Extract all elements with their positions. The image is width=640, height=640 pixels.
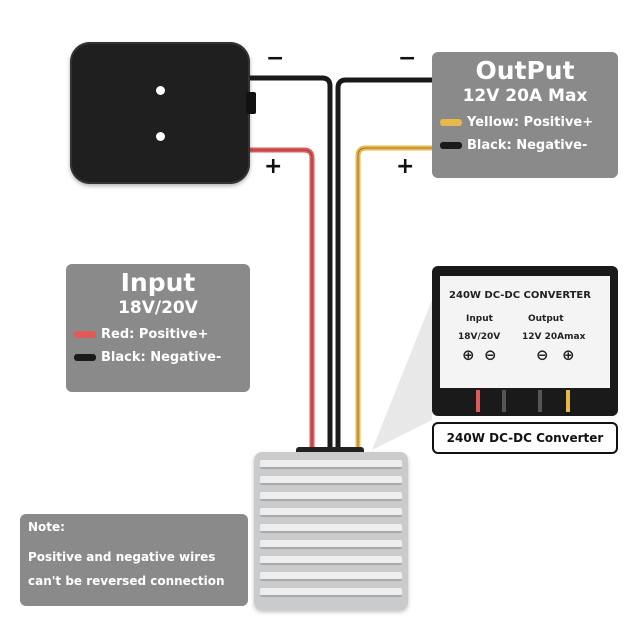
mini-black-wire-2: [538, 390, 542, 412]
converter-label-photo: 240W DC-DC CONVERTER Input Output 18V/20…: [432, 266, 618, 416]
label-input-heading: Input: [466, 314, 493, 324]
device-switch: [246, 92, 256, 114]
label-input-value: 18V/20V: [458, 332, 501, 342]
red-swatch: [74, 331, 96, 338]
heatsink-fin: [260, 556, 402, 565]
output-positive-label: Yellow: Positive+: [467, 115, 594, 130]
callout-beam: [372, 300, 432, 450]
black-device-box: [70, 42, 250, 184]
aluminum-converter: [254, 452, 408, 610]
note-heading: Note:: [28, 520, 65, 534]
mount-hole-bottom: [156, 132, 165, 141]
output-title: OutPut: [475, 56, 575, 85]
heatsink-fin: [260, 588, 402, 597]
heatsink-fin: [260, 476, 402, 485]
label-input-plus: ⊕: [462, 346, 475, 364]
label-output-plus: ⊕: [562, 346, 575, 364]
input-positive-legend: Red: Positive+: [74, 327, 250, 342]
output-negative-legend: Black: Negative-: [440, 138, 618, 153]
mini-red-wire: [476, 390, 480, 412]
note-panel: Note: Positive and negative wires can't …: [20, 514, 248, 606]
mini-yellow-wire: [566, 390, 570, 412]
heatsink-fin: [260, 540, 402, 549]
mini-black-wire-1: [502, 390, 506, 412]
output-rating: 12V 20A Max: [462, 86, 588, 106]
converter-caption: 240W DC-DC Converter: [432, 422, 618, 454]
mount-hole-top: [156, 86, 165, 95]
input-positive-label: Red: Positive+: [101, 327, 209, 342]
input-negative-legend: Black: Negative-: [74, 350, 250, 365]
note-line-1: Positive and negative wires: [28, 550, 216, 564]
heatsink-fin: [260, 572, 402, 581]
input-positive-wire: [248, 147, 315, 450]
label-input-minus: ⊖: [484, 346, 497, 364]
black-swatch: [440, 142, 462, 149]
output-panel: OutPut 12V 20A Max Yellow: Positive+ Bla…: [432, 52, 618, 178]
output-negative-label: Black: Negative-: [467, 138, 588, 153]
input-negative-label: Black: Negative-: [101, 350, 222, 365]
caption-text: 240W DC-DC Converter: [446, 431, 604, 445]
heatsink-fin: [260, 460, 402, 469]
heatsink-fin: [260, 524, 402, 533]
output-positive-legend: Yellow: Positive+: [440, 115, 618, 130]
input-title: Input: [120, 268, 196, 297]
heatsink-fin: [260, 508, 402, 517]
label-output-heading: Output: [528, 314, 564, 324]
label-output-minus: ⊖: [536, 346, 549, 364]
yellow-swatch: [440, 119, 462, 126]
input-panel: Input 18V/20V Red: Positive+ Black: Nega…: [66, 264, 250, 392]
device-plus-sign: +: [264, 154, 283, 179]
output-plus-sign: +: [396, 154, 415, 179]
note-line-2: can't be reversed connection: [28, 574, 225, 588]
output-minus-sign: −: [398, 46, 417, 71]
input-rating: 18V/20V: [118, 298, 198, 318]
input-negative-wire: [248, 75, 333, 450]
heatsink-fin: [260, 492, 402, 501]
label-title: 240W DC-DC CONVERTER: [449, 290, 591, 301]
label-output-value: 12V 20Amax: [522, 332, 586, 342]
converter-label-card: 240W DC-DC CONVERTER Input Output 18V/20…: [440, 276, 610, 388]
black-swatch: [74, 354, 96, 361]
output-negative-wire: [335, 77, 432, 450]
device-minus-sign: −: [266, 46, 285, 71]
